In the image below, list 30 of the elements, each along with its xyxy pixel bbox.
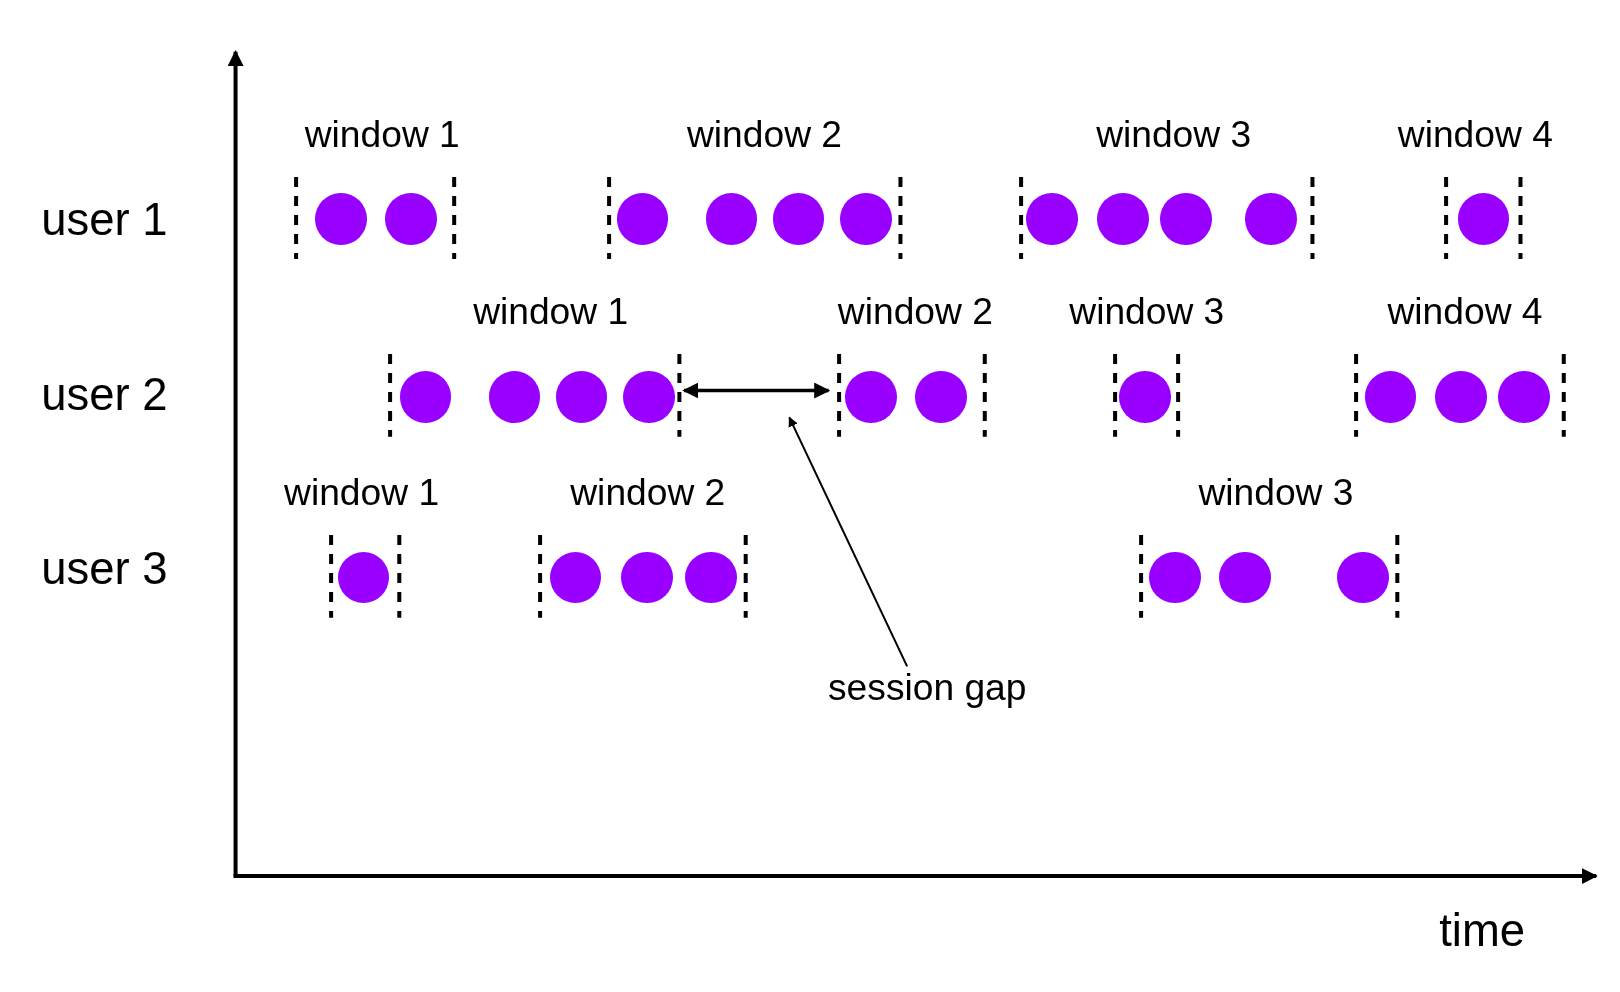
window-label: window 1 — [473, 290, 629, 334]
event-dot — [1118, 370, 1171, 423]
event-dot — [1498, 370, 1550, 423]
row-label: user 1 — [41, 194, 168, 247]
row-label: user 3 — [41, 543, 168, 596]
window-label: window 4 — [1397, 112, 1553, 156]
event-dot — [315, 193, 367, 245]
event-dot — [1435, 370, 1487, 423]
event-dot — [385, 193, 437, 245]
window-label: window 3 — [1096, 112, 1252, 156]
event-dot — [1244, 193, 1297, 245]
event-dot — [1160, 193, 1212, 245]
window-label: window 1 — [284, 471, 440, 515]
event-dot — [845, 370, 897, 423]
double-arrow — [682, 382, 831, 399]
window-label: window 4 — [1387, 290, 1543, 334]
window-label: window 2 — [687, 112, 843, 156]
window-label: window 2 — [570, 471, 726, 515]
row-label: user 2 — [41, 368, 168, 421]
event-dot — [1097, 193, 1149, 245]
window-label: window 2 — [837, 290, 993, 334]
window-label: window 3 — [1069, 290, 1225, 334]
window-label: window 1 — [304, 112, 460, 156]
event-dot — [839, 193, 892, 245]
event-dot — [623, 370, 675, 423]
window-label: window 3 — [1198, 471, 1354, 515]
axis-label: time — [1439, 905, 1526, 958]
event-dot — [1025, 193, 1078, 245]
leader-line — [788, 416, 909, 668]
annotation-label: session gap — [828, 666, 1027, 710]
